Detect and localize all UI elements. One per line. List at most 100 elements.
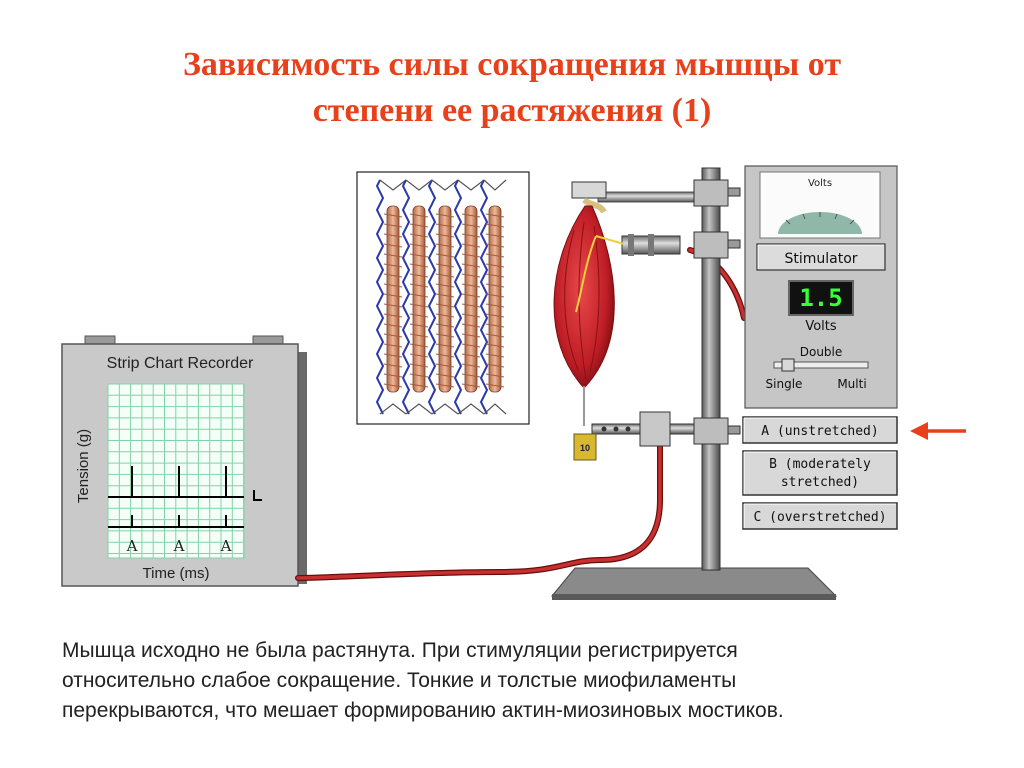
recorder-traces	[108, 466, 262, 528]
myosin-head	[383, 213, 403, 218]
myosin-head	[409, 273, 429, 278]
actin-filament	[375, 179, 385, 415]
myosin-head	[461, 383, 481, 388]
stimulator-button[interactable]: Stimulator	[756, 243, 886, 271]
myosin-head	[461, 323, 481, 328]
myosin-head	[383, 313, 403, 318]
myosin-head	[461, 233, 481, 238]
myosin-head	[435, 373, 455, 378]
myosin-head	[383, 283, 403, 288]
myosin-head	[383, 273, 403, 278]
myosin-head	[409, 353, 429, 358]
myosin-head	[461, 343, 481, 348]
myosin-head	[485, 213, 505, 218]
myosin-head	[435, 383, 455, 388]
myosin-head	[383, 343, 403, 348]
myosin-head	[383, 223, 403, 228]
volt-meter-gauge	[778, 212, 862, 234]
myosin-head	[383, 383, 403, 388]
myosin-head	[485, 303, 505, 308]
myosin-head	[435, 273, 455, 278]
myosin-head	[435, 323, 455, 328]
myosin-head	[409, 333, 429, 338]
option-a-button[interactable]: A (unstretched)	[742, 416, 898, 444]
voltage-value: 1.5	[799, 284, 842, 312]
myosin-head	[435, 353, 455, 358]
recorder-title: Strip Chart Recorder	[107, 355, 254, 372]
voltage-display	[788, 280, 854, 316]
option-c-button[interactable]: C (overstretched)	[742, 502, 898, 530]
rod-hole-2	[613, 426, 619, 432]
myosin-filament	[464, 205, 478, 393]
actin-filament	[453, 179, 463, 415]
middle-clamp-screw	[727, 239, 741, 249]
myosin-head	[383, 253, 403, 258]
recorder-grid	[107, 383, 245, 559]
top-rod	[597, 191, 711, 203]
mode-slider-track[interactable]	[773, 361, 869, 369]
myosin-head	[461, 213, 481, 218]
myosin-head	[461, 363, 481, 368]
myosin-head	[409, 243, 429, 248]
nerve-lead	[595, 235, 625, 245]
caption-line1: Мышца исходно не была растянута. При сти…	[62, 639, 738, 662]
mode-multi-label: Multi	[837, 377, 866, 391]
myosin-head	[461, 353, 481, 358]
sarcomere-diagram	[356, 171, 530, 425]
myosin-filament	[386, 205, 400, 393]
stand	[550, 167, 838, 600]
myosin-head	[435, 363, 455, 368]
myosin-head	[383, 303, 403, 308]
myosin-head	[461, 303, 481, 308]
rod-hole-3	[625, 426, 631, 432]
myosin-head	[409, 283, 429, 288]
option-b-button[interactable]: B (moderately stretched)	[742, 450, 898, 496]
z-line-segment	[483, 179, 507, 191]
myosin-head	[461, 313, 481, 318]
myosin-head	[461, 293, 481, 298]
myosin-head	[435, 293, 455, 298]
slide-title: Зависимость силы сокращения мышцы от сте…	[0, 42, 1024, 134]
stand-base-edge	[552, 594, 836, 600]
top-holder	[571, 181, 607, 199]
myosin-head	[383, 333, 403, 338]
middle-clamp	[693, 231, 729, 259]
lower-clamp	[693, 417, 729, 445]
electrode-ring-1	[628, 234, 634, 256]
myosin-head	[461, 253, 481, 258]
actin-filament	[427, 179, 437, 415]
myosin-head	[435, 333, 455, 338]
stimulator-button-label: Stimulator	[784, 251, 857, 267]
myosin-head	[409, 343, 429, 348]
myosin-head	[461, 283, 481, 288]
top-clamp	[693, 179, 729, 207]
myosin-head	[409, 263, 429, 268]
myosin-head	[383, 363, 403, 368]
tension-trace	[108, 490, 262, 501]
myosin-filament	[438, 205, 452, 393]
myosin-head	[383, 243, 403, 248]
myosin-head	[383, 233, 403, 238]
myosin-head	[409, 383, 429, 388]
myosin-head	[435, 313, 455, 318]
myosin-head	[461, 223, 481, 228]
myosin-head	[485, 343, 505, 348]
weight-label: 10	[580, 443, 590, 453]
z-line-segment	[405, 179, 433, 191]
nerve	[575, 235, 597, 313]
myosin-head	[485, 363, 505, 368]
tendon-top	[582, 197, 607, 214]
myosin-head	[435, 213, 455, 218]
mode-single-label: Single	[766, 377, 803, 391]
myosin-head	[485, 233, 505, 238]
mode-slider-thumb[interactable]	[781, 358, 795, 372]
myosin-head	[485, 313, 505, 318]
selection-arrow	[910, 422, 966, 440]
option-a-label: A (unstretched)	[761, 424, 878, 439]
myosin-head	[409, 303, 429, 308]
myosin-head	[485, 243, 505, 248]
mode-double-label: Double	[800, 345, 843, 359]
myosin-head	[461, 263, 481, 268]
z-line-segment	[431, 403, 459, 415]
